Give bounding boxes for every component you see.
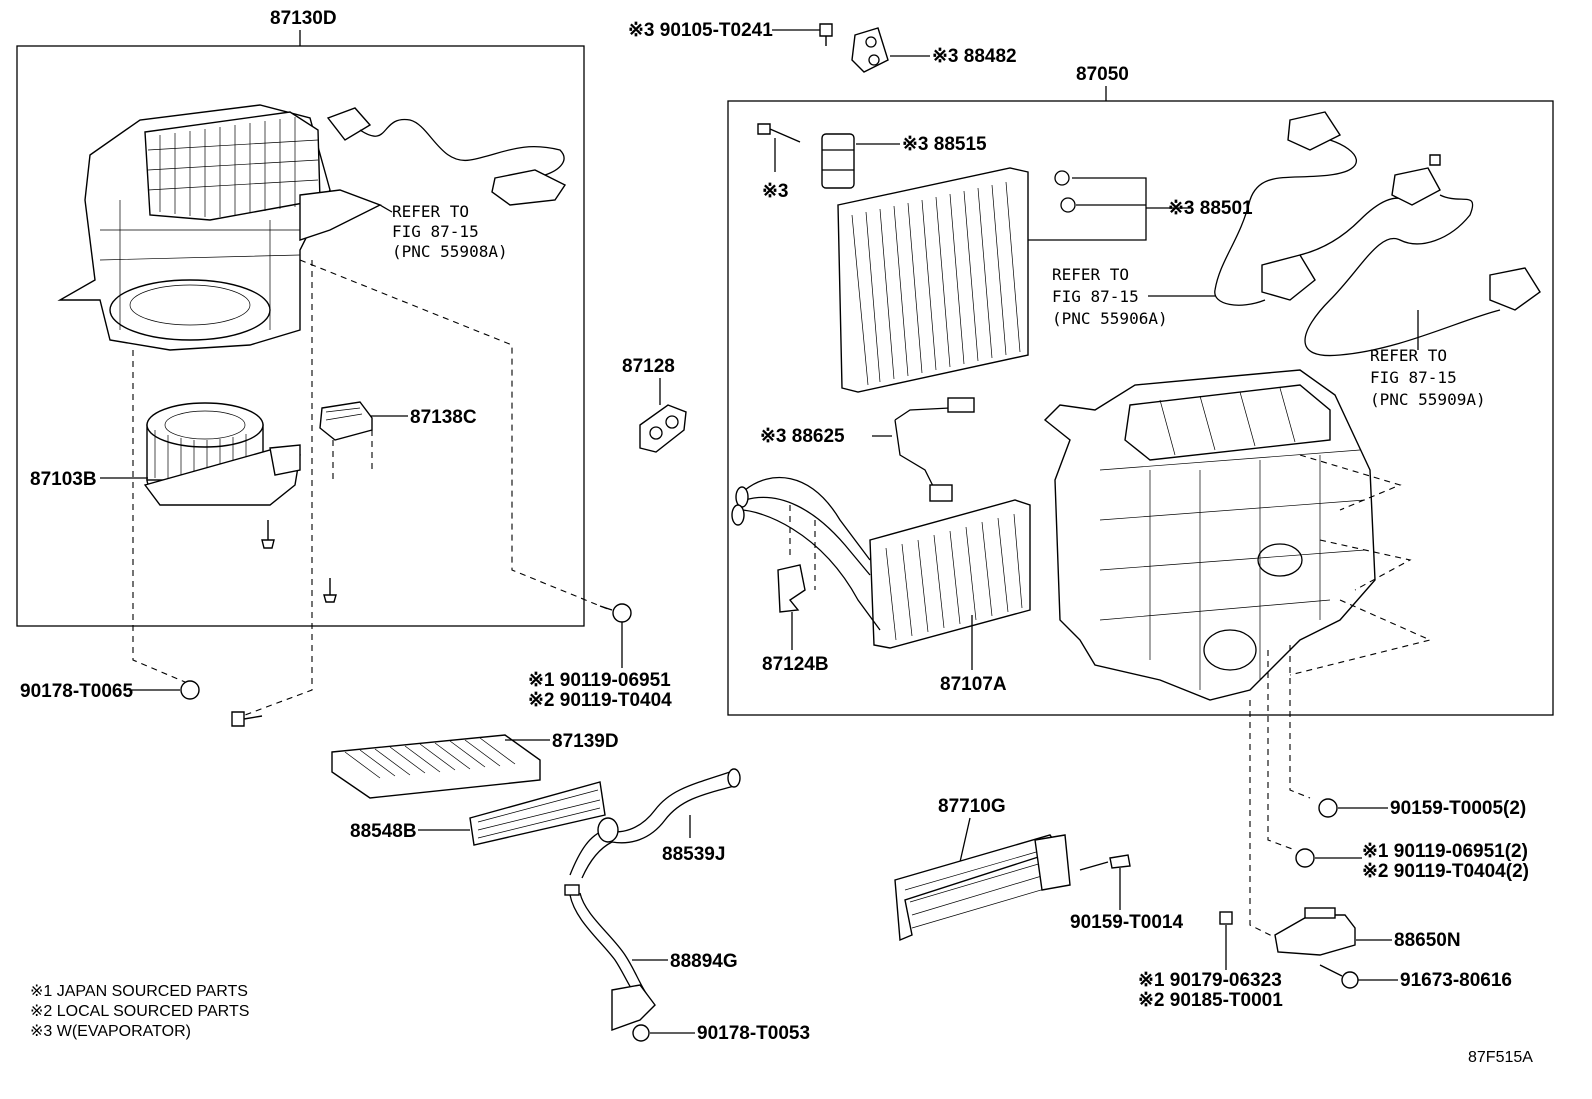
o-ring-icon	[1060, 197, 1076, 213]
refer-note-1-line1: REFER TO	[392, 202, 469, 221]
label-90178-T0053: 90178-T0053	[697, 1023, 810, 1044]
filter-drawing	[331, 734, 541, 799]
label-90119-T0404: ※2 90119-T0404	[528, 690, 672, 711]
nut-icon	[180, 680, 200, 700]
label-90178-T0065: 90178-T0065	[20, 681, 133, 702]
harness-drawing	[1214, 111, 1541, 357]
label-87050: 87050	[1076, 64, 1129, 85]
label-90119-T0404-2: ※2 90119-T0404(2)	[1362, 861, 1529, 882]
motor-actuator-drawing	[1274, 907, 1356, 956]
refer-note-3-line2: FIG 87-15	[1370, 368, 1457, 387]
label-88650N: 88650N	[1394, 930, 1461, 951]
nut-icon	[1295, 848, 1315, 868]
label-88894G: 88894G	[670, 951, 738, 972]
label-91673-80616: 91673-80616	[1400, 970, 1512, 991]
grommet-drawing	[639, 404, 687, 453]
resistor-drawing	[319, 401, 373, 441]
clamp-drawing	[777, 564, 806, 613]
refer-note-2-line3: (PNC 55906A)	[1052, 309, 1168, 328]
heater-core-drawing	[731, 476, 1031, 649]
legend-japan-sourced: ※1 JAPAN SOURCED PARTS	[30, 983, 248, 1000]
refer-note-2-line2: FIG 87-15	[1052, 287, 1139, 306]
screw-icon	[261, 520, 275, 549]
figure-code: 87F515A	[1468, 1049, 1533, 1066]
legend-w-evaporator: ※3 W(EVAPORATOR)	[30, 1023, 191, 1040]
clip-icon	[1219, 911, 1233, 925]
label-88548B: 88548B	[350, 821, 417, 842]
bolt-icon	[819, 23, 833, 46]
label-87107A: 87107A	[940, 674, 1007, 695]
blower-harness-drawing	[326, 107, 567, 206]
nut-icon	[1341, 971, 1359, 989]
drain-hose-drawing	[569, 768, 741, 879]
label-87710G: 87710G	[938, 796, 1006, 817]
label-90179-06323: ※1 90179-06323	[1138, 970, 1282, 991]
label-90119-06951: ※1 90119-06951	[528, 670, 671, 691]
nut-icon	[1318, 798, 1338, 818]
refer-note-2-line1: REFER TO	[1052, 265, 1129, 284]
blower-housing-drawing	[57, 104, 382, 351]
screw-icon	[323, 578, 337, 603]
expansion-valve-drawing	[821, 133, 855, 189]
label-88515: ※3 88515	[902, 134, 987, 155]
bolt-icon	[231, 711, 263, 727]
label-90105-T0241: ※3 90105-T0241	[628, 20, 773, 41]
nut-icon	[632, 1024, 650, 1042]
label-87103B: 87103B	[30, 469, 97, 490]
label-90159-T0005: 90159-T0005(2)	[1390, 798, 1526, 819]
nut-icon	[612, 603, 632, 623]
bolt-icon	[1079, 854, 1131, 871]
label-90119-06951-2: ※1 90119-06951(2)	[1362, 841, 1528, 862]
label-87128: 87128	[622, 356, 675, 377]
label-x3: ※3	[762, 181, 789, 202]
plate-drawing	[851, 27, 889, 73]
cover-drawing	[469, 781, 606, 846]
label-88501: ※3 88501	[1168, 198, 1253, 219]
label-88539J: 88539J	[662, 844, 725, 865]
evaporator-drawing	[837, 167, 1029, 393]
refer-note-1-line3: (PNC 55908A)	[392, 242, 508, 261]
label-90159-T0014: 90159-T0014	[1070, 912, 1183, 933]
refer-note-1-line2: FIG 87-15	[392, 222, 479, 241]
label-88625: ※3 88625	[760, 426, 845, 447]
hose-drawing	[564, 884, 656, 1031]
o-ring-icon	[1054, 170, 1070, 186]
legend-local-sourced: ※2 LOCAL SOURCED PARTS	[30, 1003, 249, 1020]
label-87130D: 87130D	[270, 8, 337, 29]
blower-motor-drawing	[143, 402, 301, 506]
bolt-icon	[757, 123, 801, 143]
label-87139D: 87139D	[552, 731, 619, 752]
refer-note-3-line3: (PNC 55909A)	[1370, 390, 1486, 409]
refer-note-3-line1: REFER TO	[1370, 346, 1447, 365]
label-87138C: 87138C	[410, 407, 477, 428]
label-87124B: 87124B	[762, 654, 829, 675]
ptc-heater-drawing	[894, 834, 1071, 942]
label-88482: ※3 88482	[932, 46, 1017, 67]
sensor-drawing	[894, 397, 975, 502]
heater-unit-box	[727, 100, 1554, 716]
label-90185-T0001: ※2 90185-T0001	[1138, 990, 1283, 1011]
hvac-case-drawing	[1043, 369, 1376, 701]
